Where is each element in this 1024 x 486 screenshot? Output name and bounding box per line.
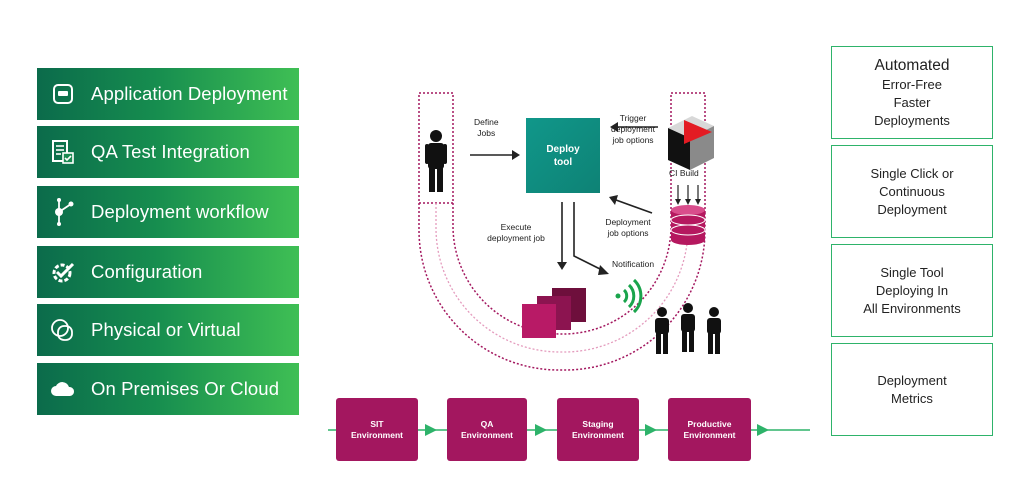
cloud-icon <box>49 375 77 403</box>
label-line: Trigger <box>619 113 647 123</box>
env-line: Environment <box>572 429 624 440</box>
benefit-heading: Automated <box>874 56 950 74</box>
env-line: SIT <box>370 418 384 429</box>
env-line: Environment <box>683 429 736 440</box>
deploy-tool-line: Deploy <box>546 143 580 155</box>
env-line: Staging <box>582 418 614 429</box>
user-icon <box>425 130 447 192</box>
label-line: Execute <box>500 222 532 232</box>
notification-label: Notification <box>612 259 655 269</box>
checklist-icon <box>49 138 77 166</box>
benefit-line: Single Tool <box>880 264 944 280</box>
benefit-line: Error-Free <box>882 76 942 92</box>
label-line: Define <box>474 117 499 127</box>
label-line: Jobs <box>477 128 496 138</box>
feature-qa-test-integration[interactable]: QA Test Integration <box>37 126 299 178</box>
feature-on-premises-or-cloud[interactable]: On Premises Or Cloud <box>37 363 299 415</box>
benefit-line: Continuous <box>879 183 945 199</box>
env-line: Environment <box>351 429 403 440</box>
benefit-line: Deployment <box>877 201 947 217</box>
label-line: job options <box>607 228 649 238</box>
benefit-line: Deployment <box>877 372 947 388</box>
workflow-icon <box>49 198 77 226</box>
ci-build-label: CI Build <box>669 168 699 178</box>
feature-label: Deployment workflow <box>91 201 269 222</box>
ci-build-server-icon <box>668 116 714 170</box>
benefit-line: Single Click or <box>870 165 954 181</box>
team-icon <box>655 303 721 354</box>
env-line: QA <box>480 418 494 429</box>
env-line: Productive <box>687 418 732 429</box>
gear-check-icon <box>49 258 77 286</box>
overlap-circles-icon <box>49 316 77 344</box>
benefit-line: Metrics <box>891 390 933 406</box>
benefit-line: Faster <box>893 94 931 110</box>
benefit-single-tool: Single Tool Deploying In All Environment… <box>831 244 993 337</box>
feature-application-deployment[interactable]: Application Deployment <box>37 68 299 120</box>
database-icon <box>670 205 706 245</box>
feature-configuration[interactable]: Configuration <box>37 246 299 298</box>
feature-label: On Premises Or Cloud <box>91 378 280 399</box>
env-line: Environment <box>461 429 513 440</box>
benefit-line: Deploying In <box>875 282 949 298</box>
application-icon <box>49 80 77 108</box>
benefit-single-click: Single Click or Continuous Deployment <box>831 145 993 238</box>
feature-label: Physical or Virtual <box>91 319 241 340</box>
label-line: job options <box>612 135 654 145</box>
feature-deployment-workflow[interactable]: Deployment workflow <box>37 186 299 238</box>
benefit-automated: Automated Error-Free Faster Deployments <box>831 46 993 139</box>
feature-label: Configuration <box>91 261 203 282</box>
notification-icon <box>615 278 643 314</box>
deploy-tool-line: tool <box>553 156 573 168</box>
feature-label: Application Deployment <box>91 83 288 104</box>
feature-physical-or-virtual[interactable]: Physical or Virtual <box>37 304 299 356</box>
benefit-line: Deployments <box>874 112 950 128</box>
feature-label: QA Test Integration <box>91 141 250 162</box>
benefit-metrics: Deployment Metrics <box>831 343 993 436</box>
label-line: deployment <box>611 124 655 134</box>
environment-stack-icon <box>522 288 586 338</box>
benefit-line: All Environments <box>863 300 961 316</box>
label-line: Deployment <box>605 217 651 227</box>
label-line: deployment job <box>487 233 545 243</box>
